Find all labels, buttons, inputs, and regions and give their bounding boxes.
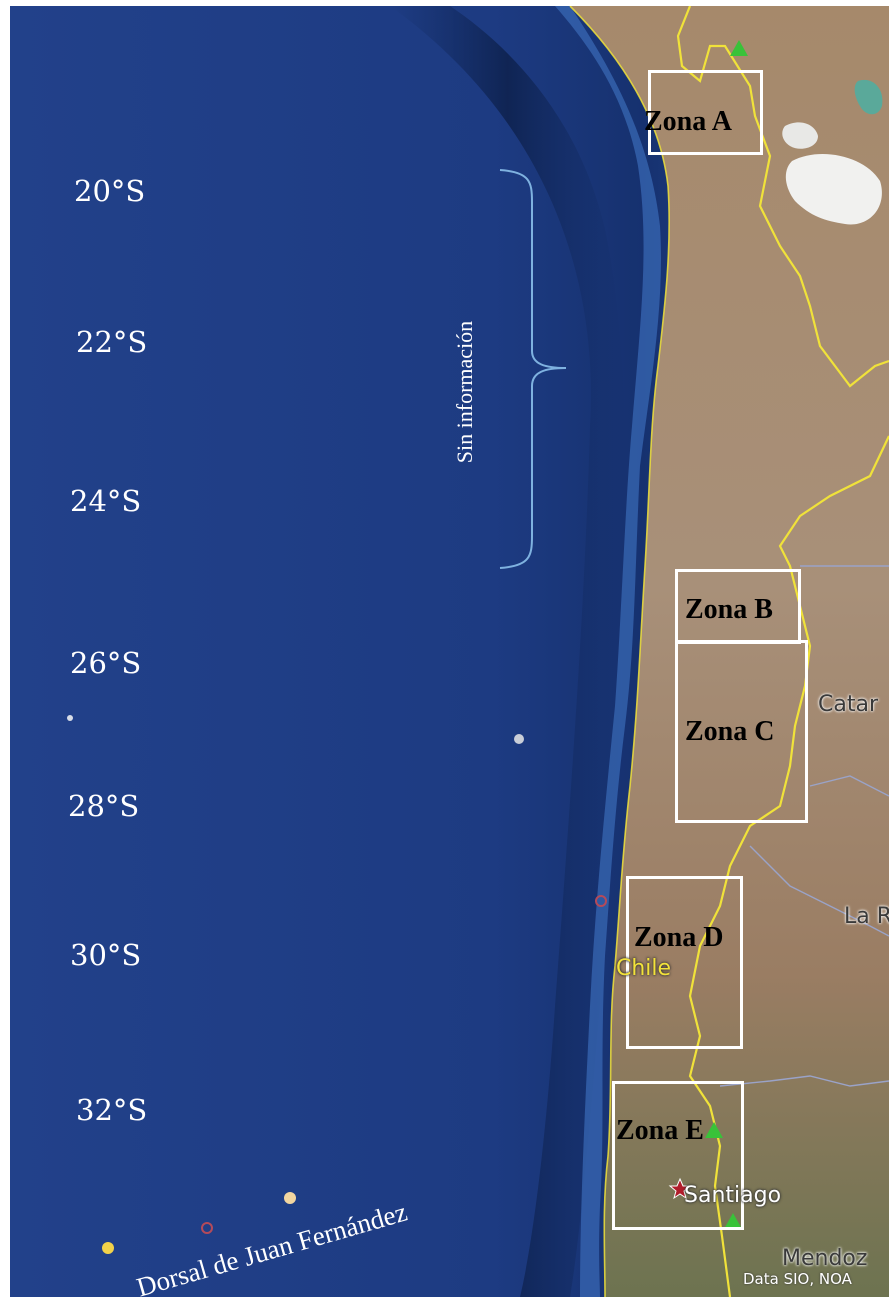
zone-a-box[interactable] bbox=[648, 70, 763, 155]
place-marker-icon bbox=[595, 895, 607, 907]
mountain-peak-icon bbox=[730, 40, 748, 56]
zone-b-label: Zona B bbox=[685, 594, 773, 625]
place-label-la-rioja: La R bbox=[844, 904, 889, 929]
city-star-icon bbox=[668, 1177, 692, 1200]
place-label-mendoza: Mendoz bbox=[782, 1246, 868, 1271]
latitude-label-24: 24°S bbox=[70, 484, 142, 518]
zone-d-box[interactable] bbox=[626, 876, 743, 1049]
trench bbox=[390, 6, 626, 1297]
province-border-2 bbox=[809, 775, 889, 797]
place-marker-icon bbox=[67, 715, 73, 721]
latitude-label-30: 30°S bbox=[70, 938, 142, 972]
border-north bbox=[676, 6, 889, 388]
place-label-chile: Chile bbox=[616, 956, 672, 981]
border-south bbox=[688, 435, 889, 1297]
zone-c-box[interactable] bbox=[675, 640, 808, 823]
mountain-peak-icon bbox=[705, 1122, 723, 1138]
map-attribution: Data SIO, NOA bbox=[743, 1270, 852, 1288]
land bbox=[570, 6, 889, 1297]
zone-e-box[interactable] bbox=[612, 1081, 744, 1230]
latitude-label-32: 32°S bbox=[76, 1093, 148, 1127]
province-border-3 bbox=[749, 845, 889, 937]
no-info-bracket bbox=[499, 169, 567, 569]
place-label-santiago: Santiago bbox=[684, 1183, 782, 1208]
place-label-catamarca: Catar bbox=[818, 692, 878, 717]
place-marker-icon bbox=[102, 1242, 114, 1254]
zone-e-label: Zona E bbox=[616, 1115, 704, 1146]
latitude-label-28: 28°S bbox=[68, 789, 140, 823]
coastline bbox=[569, 6, 670, 1297]
place-marker-icon bbox=[201, 1222, 213, 1234]
mountain-peak-icon bbox=[724, 1213, 742, 1229]
lake bbox=[854, 79, 883, 115]
zone-d-label: Zona D bbox=[634, 922, 724, 953]
salt-flat-small bbox=[782, 122, 818, 149]
zone-a-label: Zona A bbox=[644, 106, 732, 137]
place-marker-icon bbox=[284, 1192, 296, 1204]
no-info-label: Sin información bbox=[452, 320, 477, 464]
place-marker-icon bbox=[514, 734, 524, 744]
province-border-4 bbox=[719, 1075, 889, 1087]
map-view[interactable]: 20°S 22°S 24°S 26°S 28°S 30°S 32°S Zona … bbox=[10, 6, 889, 1297]
latitude-label-22: 22°S bbox=[76, 325, 148, 359]
zone-c-label: Zona C bbox=[685, 716, 775, 747]
map-background bbox=[10, 6, 889, 1297]
latitude-label-26: 26°S bbox=[70, 646, 142, 680]
salt-flat bbox=[785, 153, 882, 225]
latitude-label-20: 20°S bbox=[74, 174, 146, 208]
